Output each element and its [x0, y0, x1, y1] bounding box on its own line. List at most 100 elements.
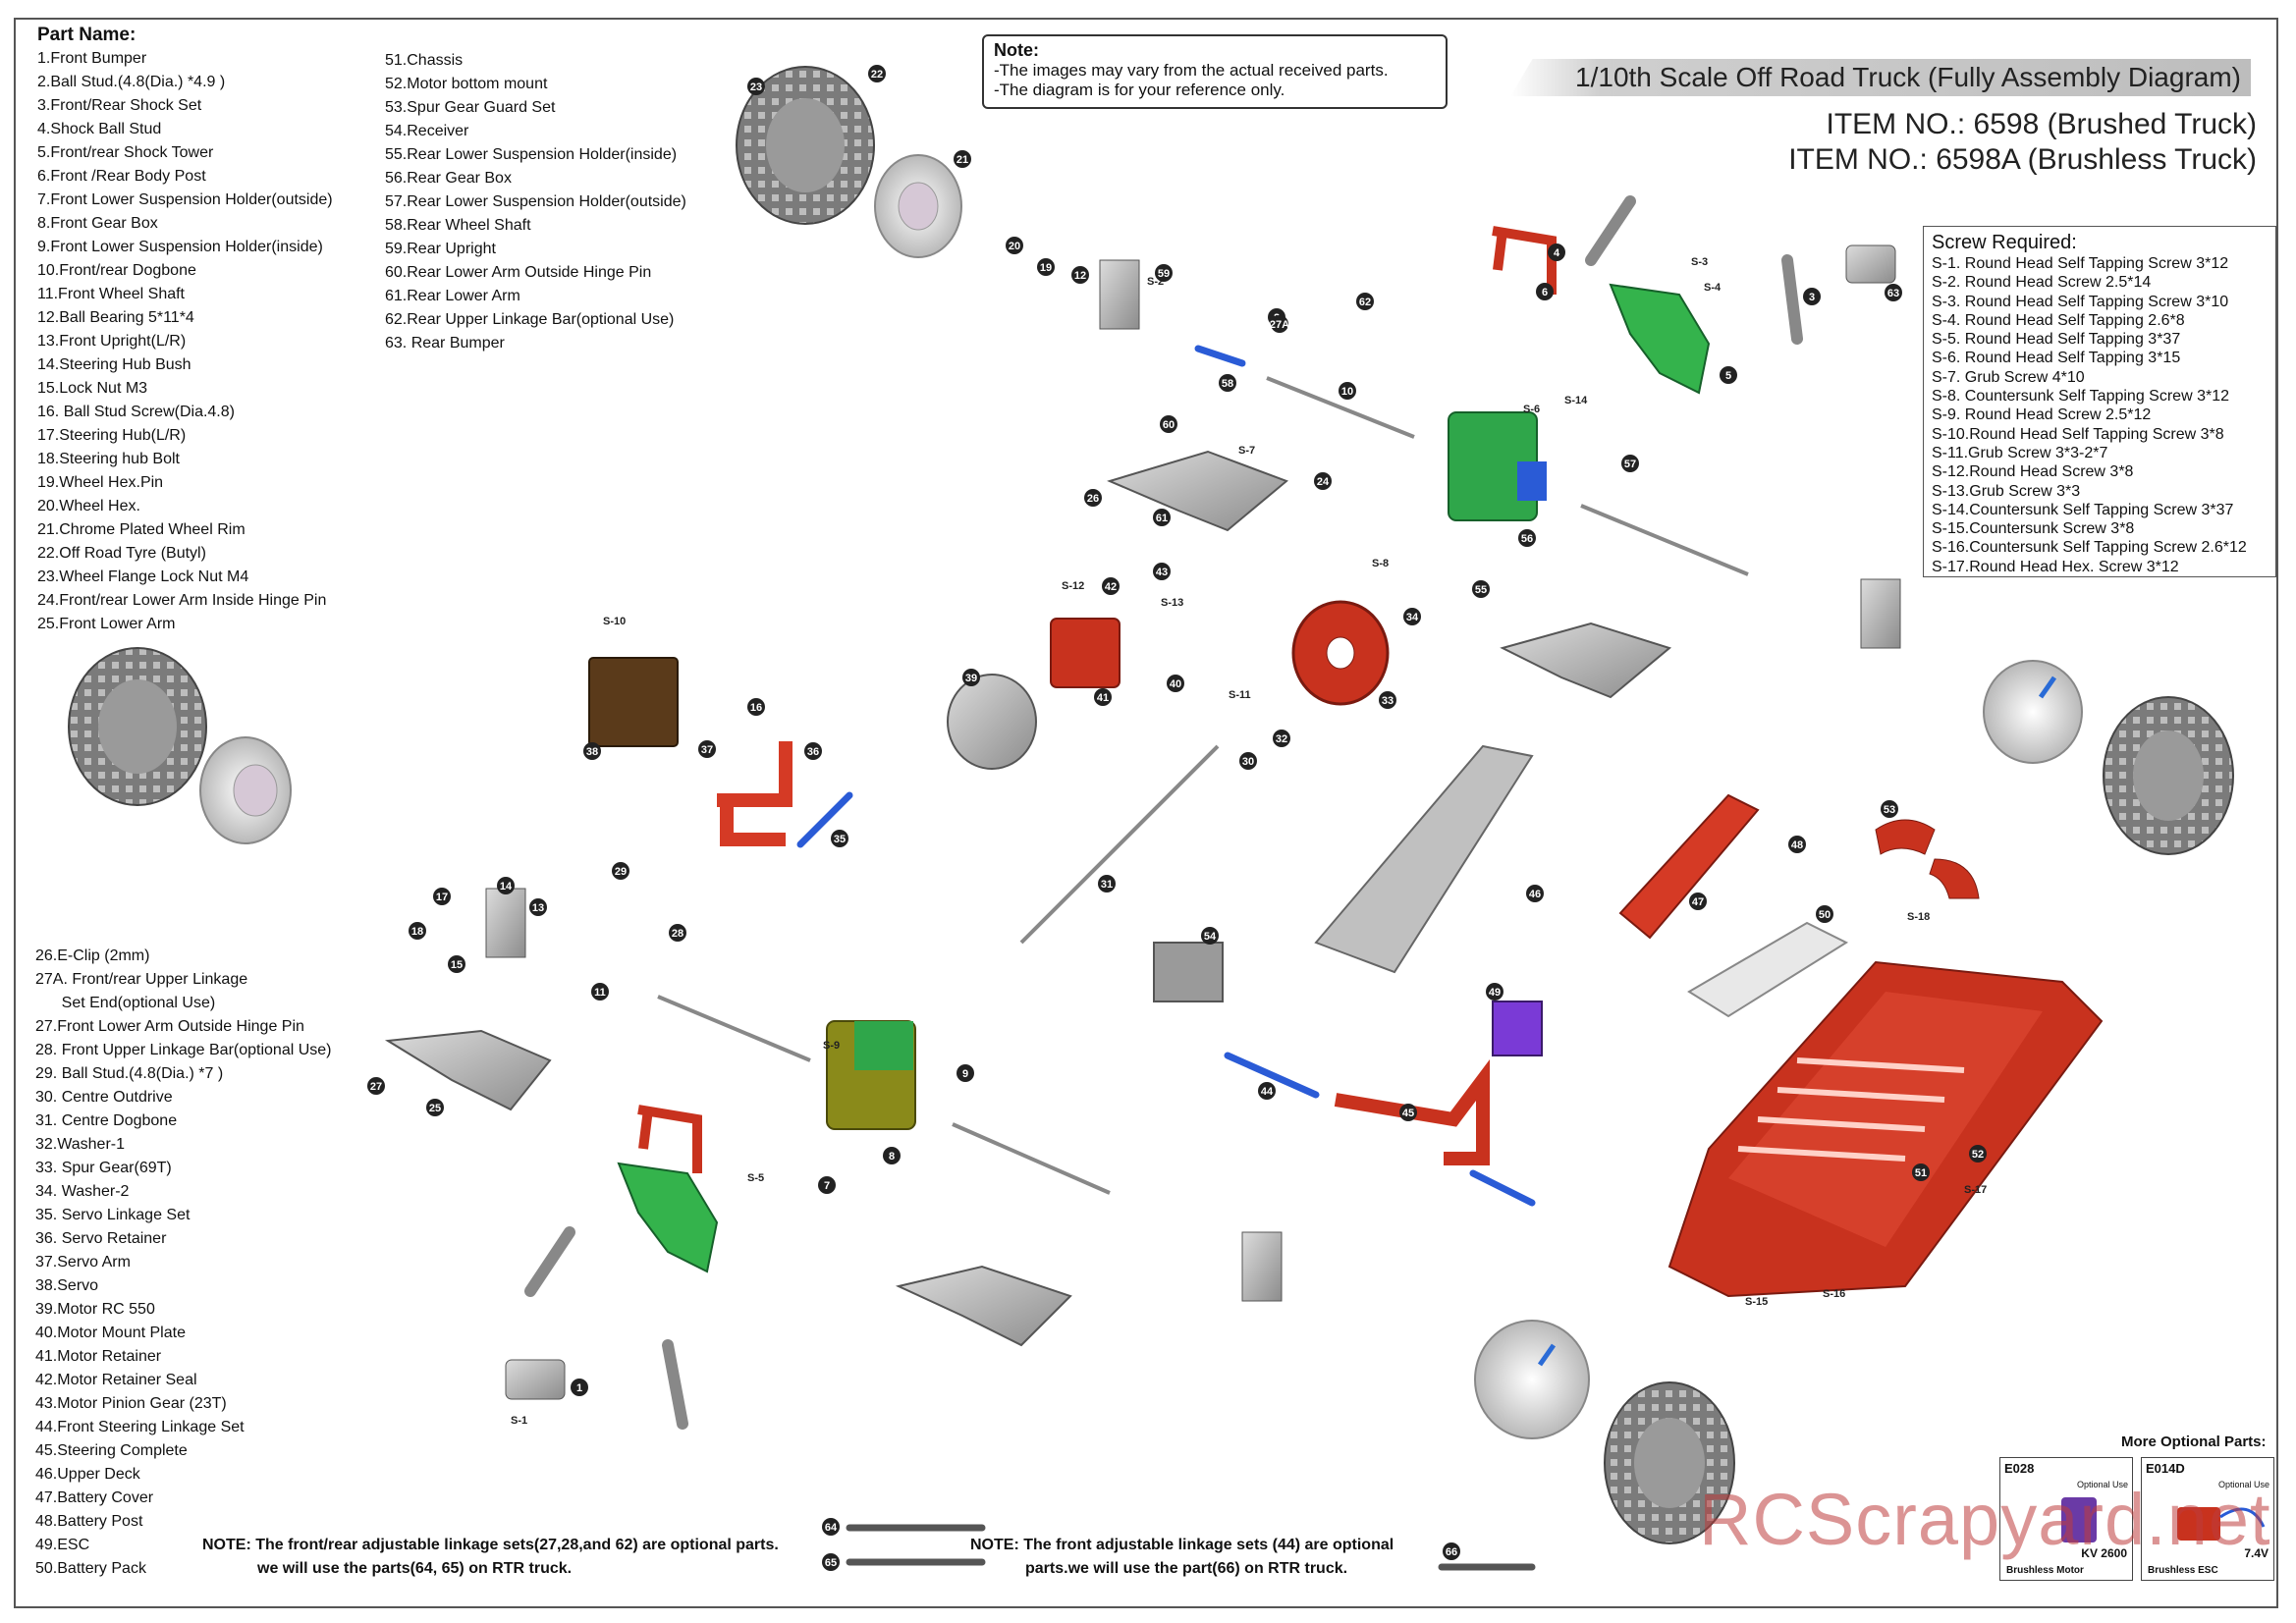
front-lower-arm-left [384, 1029, 552, 1111]
callout-19: 19 [1037, 258, 1055, 276]
svg-text:48: 48 [1791, 839, 1803, 851]
part-list-item: 21.Chrome Plated Wheel Rim [37, 521, 246, 538]
rear-bumper [1845, 244, 1896, 284]
part-list-item: 54.Receiver [385, 123, 469, 139]
optional-part-esc: E014D Optional Use 7.4V Brushless ESC [2141, 1457, 2274, 1581]
svg-text:53: 53 [1884, 804, 1895, 816]
svg-text:18: 18 [411, 926, 423, 938]
callout-6: 6 [1536, 283, 1554, 300]
callout-24: 24 [1314, 472, 1332, 490]
callout-65: 65 [822, 1553, 840, 1571]
svg-text:38: 38 [586, 746, 598, 758]
svg-text:21: 21 [957, 154, 968, 166]
part-list-item: 58.Rear Wheel Shaft [385, 217, 531, 234]
spur-gear [1291, 600, 1390, 706]
screw-item: S-10.Round Head Self Tapping Screw 3*8 [1932, 425, 2224, 443]
optional-part-use: Optional Use [2217, 1480, 2269, 1489]
steering-linkages [796, 345, 1536, 1207]
part-list-item: 40.Motor Mount Plate [35, 1325, 186, 1341]
screw-label: S-6 [1523, 404, 1540, 415]
callout-52: 52 [1969, 1145, 1987, 1163]
screw-item: S-9. Round Head Screw 2.5*12 [1932, 406, 2152, 424]
part-list-item: 33. Spur Gear(69T) [35, 1160, 172, 1176]
svg-text:32: 32 [1276, 733, 1287, 745]
callout-49: 49 [1486, 983, 1503, 1001]
callout-32: 32 [1273, 730, 1290, 747]
callout-12: 12 [1071, 266, 1089, 284]
part-list-item: 52.Motor bottom mount [385, 76, 548, 92]
part-list-item: 15.Lock Nut M3 [37, 380, 148, 397]
front-bumper [505, 1359, 566, 1400]
callout-38: 38 [583, 742, 601, 760]
part-list-item: 49.ESC [35, 1537, 90, 1553]
optional-part-caption: Brushless Motor [2006, 1565, 2084, 1576]
part-list-item: 61.Rear Lower Arm [385, 288, 520, 304]
callout-37: 37 [698, 740, 716, 758]
callout-8: 8 [883, 1147, 901, 1164]
part-list-item: 27A. Front/rear Upper Linkage [35, 971, 248, 988]
front-upright-right [1241, 1231, 1283, 1302]
svg-text:1: 1 [576, 1382, 582, 1394]
part-list-item: 6.Front /Rear Body Post [37, 168, 206, 185]
svg-text:15: 15 [451, 959, 463, 971]
front-body-post [637, 1105, 702, 1173]
rear-lower-arm-right [1500, 622, 1672, 699]
screw-label: S-12 [1062, 580, 1084, 592]
front-gear-box [826, 1020, 916, 1130]
note-box: Note: -The images may vary from the actu… [982, 34, 1448, 109]
part-list-item: 12.Ball Bearing 5*11*4 [37, 309, 194, 326]
svg-text:50: 50 [1819, 909, 1831, 921]
callout-51: 51 [1912, 1163, 1930, 1181]
callout-47: 47 [1689, 893, 1707, 910]
svg-text:25: 25 [429, 1103, 441, 1114]
callout-60: 60 [1160, 415, 1177, 433]
part-list-item: 4.Shock Ball Stud [37, 121, 162, 137]
screw-item: S-17.Round Head Hex. Screw 3*12 [1932, 558, 2179, 575]
callout-9: 9 [957, 1064, 974, 1082]
callout-39: 39 [962, 669, 980, 686]
bottom-note-1-line2: we will use the parts(64, 65) on RTR tru… [257, 1560, 573, 1577]
part-list-item: Set End(optional Use) [35, 995, 216, 1011]
svg-text:4: 4 [1554, 247, 1560, 259]
svg-text:46: 46 [1529, 889, 1541, 900]
screw-item: S-5. Round Head Self Tapping 3*37 [1932, 331, 2181, 349]
callout-43: 43 [1153, 563, 1171, 580]
callout-1: 1 [571, 1379, 588, 1396]
part-list-item: 26.E-Clip (2mm) [35, 947, 150, 964]
callout-62: 62 [1356, 293, 1374, 310]
servo-retainer [717, 741, 793, 846]
svg-text:26: 26 [1087, 493, 1099, 505]
screw-label: S-17 [1964, 1184, 1987, 1196]
svg-text:7: 7 [824, 1180, 830, 1192]
part-list-item: 29. Ball Stud.(4.8(Dia.) *7 ) [35, 1065, 224, 1082]
part-list-item: 7.Front Lower Suspension Holder(outside) [37, 191, 333, 208]
part-list-item: 57.Rear Lower Suspension Holder(outside) [385, 193, 686, 210]
part-list-item: 35. Servo Linkage Set [35, 1207, 191, 1223]
note-line-2: -The diagram is for your reference only. [994, 81, 1285, 99]
part-list-item: 3.Front/Rear Shock Set [37, 97, 202, 114]
callout-13: 13 [529, 898, 547, 916]
screw-item: S-8. Countersunk Self Tapping Screw 3*12 [1932, 388, 2229, 406]
part-list-item: 55.Rear Lower Suspension Holder(inside) [385, 146, 678, 163]
bottom-note-2: NOTE: The front adjustable linkage sets … [970, 1534, 1394, 1581]
svg-text:54: 54 [1204, 931, 1217, 943]
svg-text:29: 29 [615, 866, 627, 878]
upper-deck [1314, 744, 1534, 974]
screw-item: S-2. Round Head Screw 2.5*14 [1932, 274, 2152, 292]
svg-text:6: 6 [1542, 287, 1548, 298]
tyre-right [2103, 696, 2234, 855]
callout-54: 54 [1201, 927, 1219, 945]
callout-27A: 27A [1270, 315, 1289, 333]
receiver [1153, 942, 1224, 1002]
svg-text:39: 39 [965, 673, 977, 684]
shocks [524, 195, 1803, 1430]
diagram-title: 1/10th Scale Off Road Truck (Fully Assem… [1510, 59, 2251, 96]
part-list-item: 19.Wheel Hex.Pin [37, 474, 164, 491]
svg-text:17: 17 [436, 892, 448, 903]
rim-left [199, 736, 292, 844]
svg-text:47: 47 [1692, 896, 1704, 908]
part-list-item: 44.Front Steering Linkage Set [35, 1419, 245, 1435]
svg-text:3: 3 [1809, 292, 1815, 303]
rim-right [1983, 660, 2083, 764]
